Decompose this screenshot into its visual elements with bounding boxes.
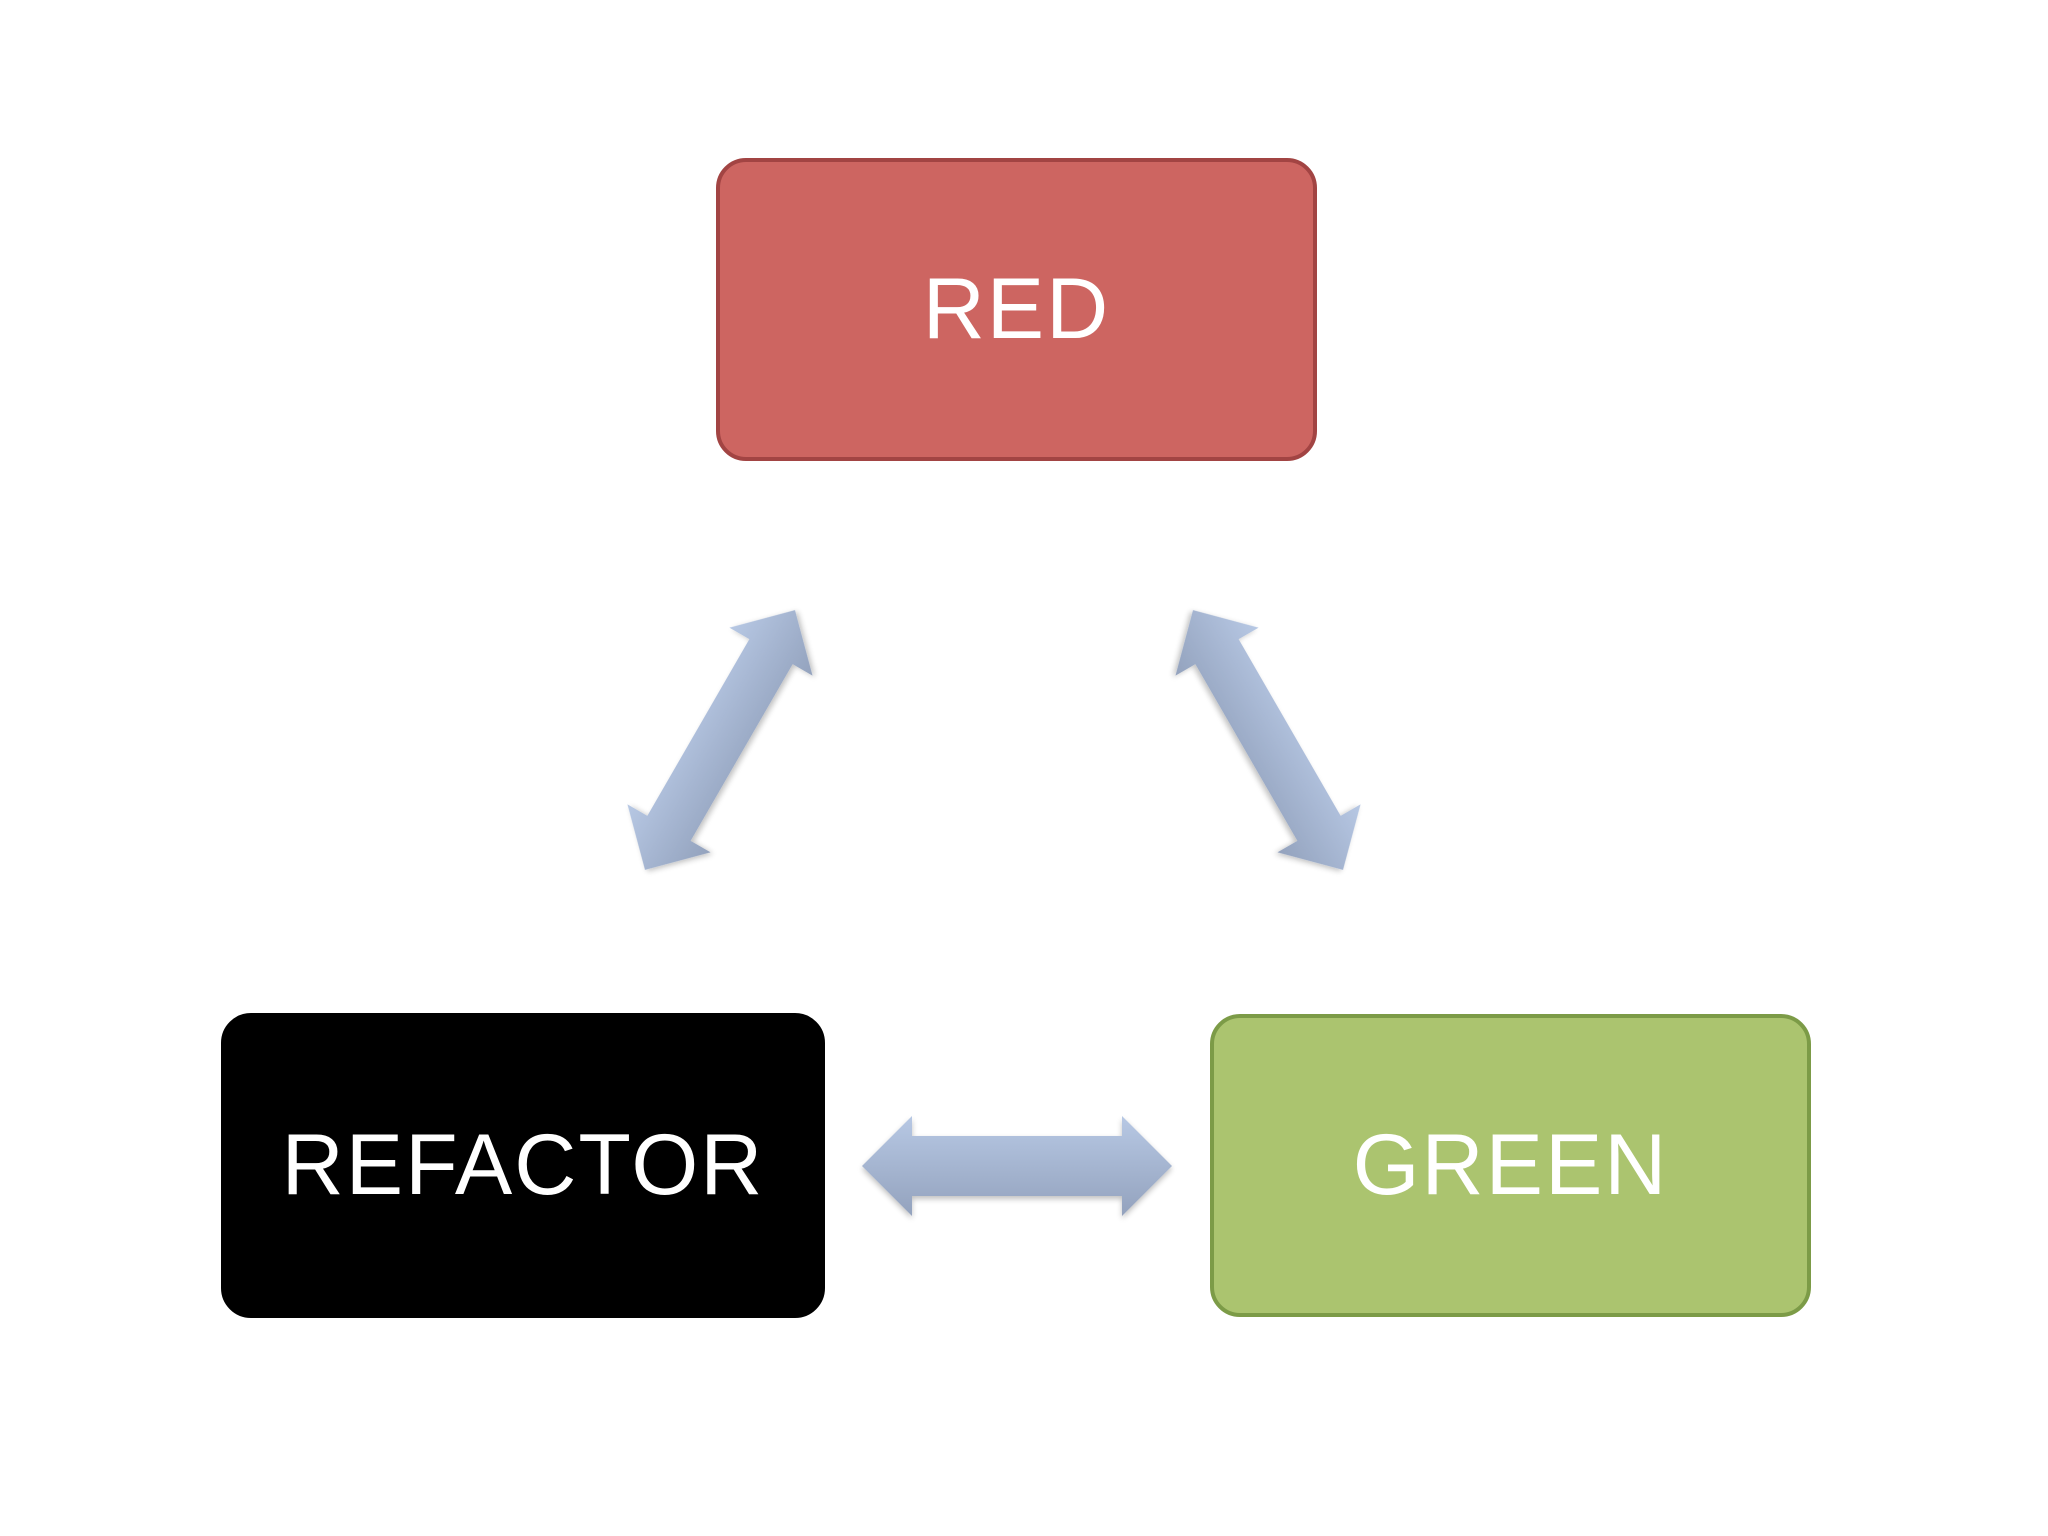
- double-arrow-red-green: [1175, 610, 1361, 870]
- green-node-label: GREEN: [1352, 1117, 1669, 1213]
- green-node: GREEN: [1210, 1014, 1811, 1317]
- double-arrow-red-refactor: [627, 610, 813, 870]
- refactor-node: REFACTOR: [221, 1013, 825, 1318]
- refactor-node-label: REFACTOR: [281, 1117, 765, 1213]
- red-node-label: RED: [922, 261, 1111, 357]
- red-node: RED: [716, 158, 1317, 461]
- double-arrow-refactor-green: [862, 1116, 1172, 1216]
